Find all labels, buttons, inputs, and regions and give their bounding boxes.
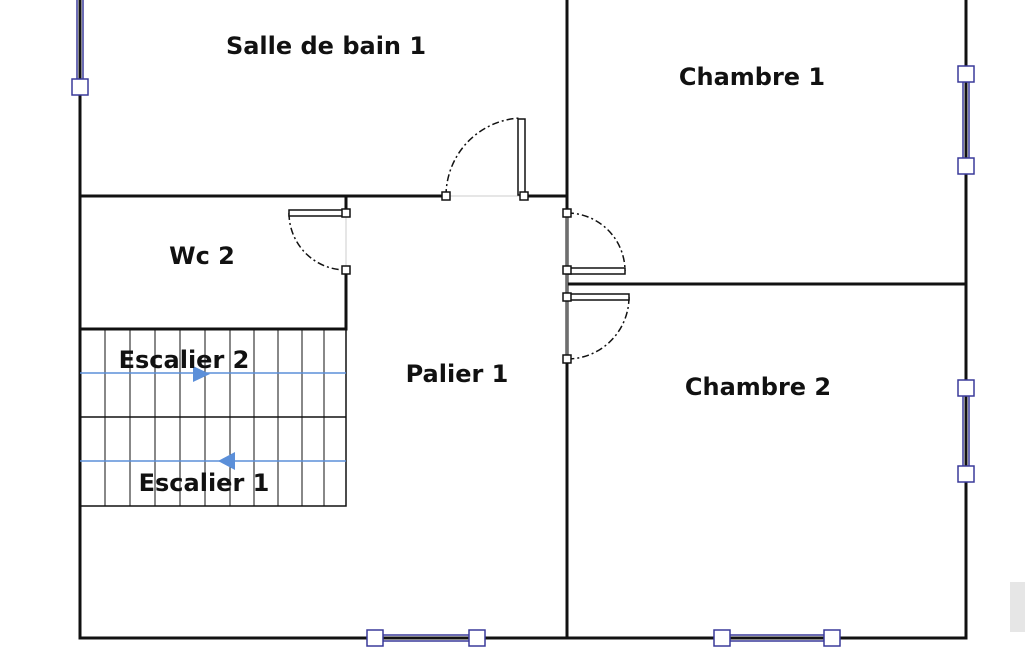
door-wc [288, 208, 351, 275]
label-escalier1: Escalier 1 [139, 469, 270, 497]
stair-arrow-left-icon [218, 452, 235, 470]
label-chambre2: Chambre 2 [685, 373, 831, 401]
window-chambre2 [957, 379, 975, 483]
label-chambre1: Chambre 1 [679, 63, 825, 91]
stair-treads [104, 329, 325, 506]
label-wc: Wc 2 [169, 242, 235, 270]
window-chambre1 [957, 65, 975, 175]
walls [78, 0, 968, 640]
stairs [79, 328, 347, 507]
door-gap-lines [345, 195, 568, 359]
door-chambre1 [562, 208, 626, 275]
window-left-top [71, 0, 89, 96]
windows [71, 0, 975, 647]
window-bottom-palier [366, 629, 486, 647]
stair-arrow-right-icon [193, 366, 210, 382]
doors [288, 117, 630, 364]
door-bathroom [441, 117, 529, 201]
room-labels: Salle de bain 1 Chambre 1 Wc 2 Palier 1 … [119, 32, 831, 497]
label-palier: Palier 1 [406, 360, 509, 388]
edge-mark [1010, 582, 1025, 632]
label-escalier2: Escalier 2 [119, 346, 250, 374]
label-salle-de-bain: Salle de bain 1 [226, 32, 426, 60]
window-bottom-chambre2 [713, 629, 841, 647]
door-chambre2 [562, 292, 630, 364]
